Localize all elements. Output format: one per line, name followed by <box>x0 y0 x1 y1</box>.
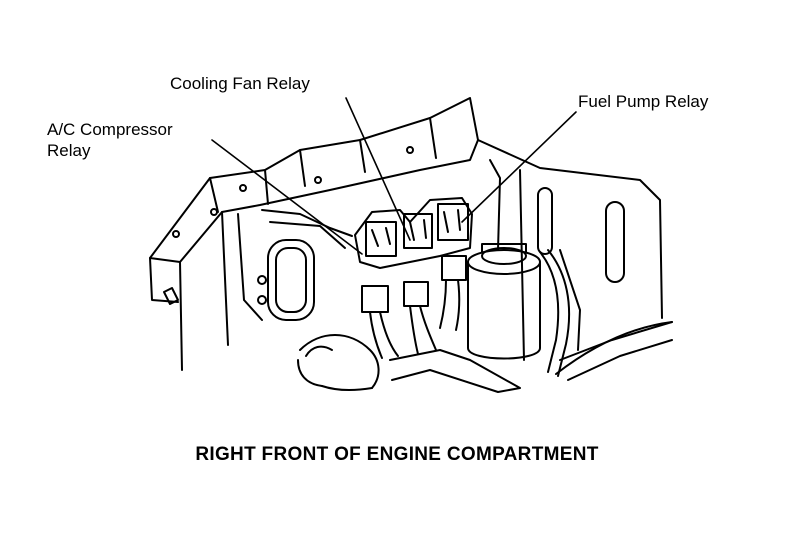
fuel-pump-relay-label: Fuel Pump Relay <box>578 92 709 111</box>
relay-block <box>354 197 473 269</box>
hose <box>539 249 673 377</box>
frame-openings <box>267 187 625 321</box>
fender-panel <box>477 139 673 381</box>
cooling-fan-relay-label: Cooling Fan Relay <box>170 74 310 93</box>
ac-compressor-relay-label: A/C Compressor Relay <box>47 119 173 161</box>
radiator-support <box>149 97 479 371</box>
ac-compressor-relay-label-line1: A/C Compressor <box>47 120 173 139</box>
canister <box>467 243 541 360</box>
figure-caption: RIGHT FRONT OF ENGINE COMPARTMENT <box>195 444 599 465</box>
leader-cooling-fan-relay <box>345 97 411 241</box>
ac-compressor-relay-label-line2: Relay <box>47 141 91 160</box>
callout-leaders <box>211 97 577 255</box>
wiring-harness <box>297 255 521 393</box>
leader-ac-compressor-relay <box>211 139 363 255</box>
leader-fuel-pump-relay <box>461 111 577 223</box>
